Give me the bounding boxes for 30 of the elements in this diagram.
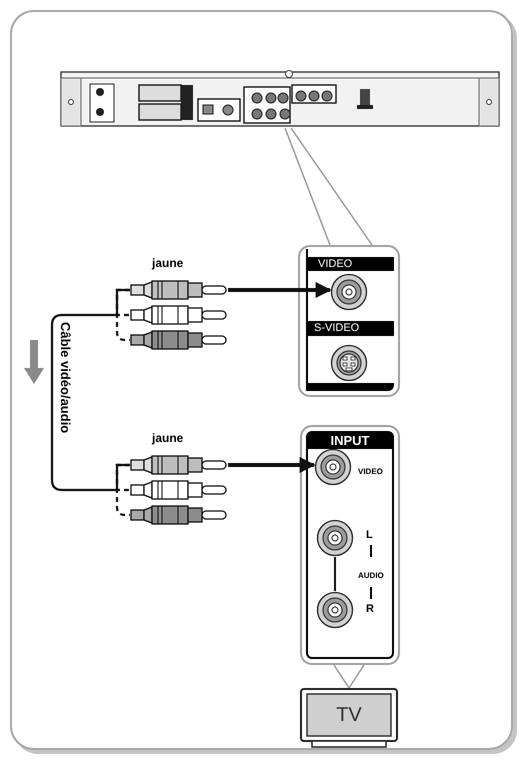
panel-header: INPUT — [308, 433, 392, 449]
jack-socket — [316, 591, 354, 629]
rca-plug — [130, 480, 228, 500]
jack-socket — [330, 273, 368, 311]
port-label: VIDEO — [308, 257, 394, 271]
port-label: S-VIDEO — [308, 321, 394, 336]
plug-label: jaune — [152, 256, 184, 270]
callout-line — [333, 664, 365, 689]
rca-plug — [130, 330, 228, 350]
port-label: L — [366, 529, 373, 541]
rca-plug — [130, 280, 228, 300]
jack-socket — [330, 344, 368, 382]
rca-plug — [130, 305, 228, 325]
callout-line — [284, 127, 373, 246]
arrow — [228, 282, 332, 298]
jack-socket — [316, 519, 354, 557]
rca-plug — [130, 505, 228, 525]
callout-panel — [298, 245, 400, 397]
tv-label: TV — [336, 703, 362, 728]
plug-label: jaune — [152, 431, 184, 445]
connector-line — [334, 557, 336, 591]
jack-socket — [314, 448, 352, 486]
port-label: R — [366, 603, 374, 615]
port-label: VIDEO — [358, 467, 383, 477]
callout-panel — [300, 425, 400, 665]
cable-line — [50, 288, 130, 492]
arrow — [228, 457, 316, 473]
edge-label: Câble vidéo/audio — [58, 322, 72, 434]
rca-plug — [130, 455, 228, 475]
port-label: AUDIO — [358, 571, 384, 581]
